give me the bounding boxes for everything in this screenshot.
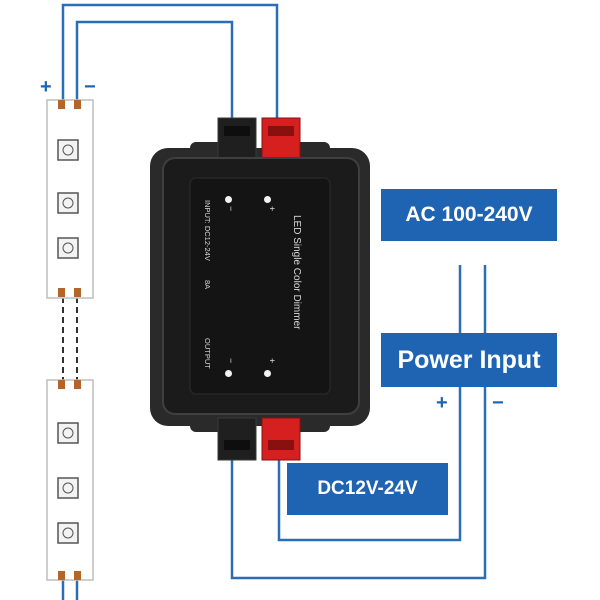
led-chip [57, 422, 79, 444]
device-input-plus: + [267, 206, 277, 212]
strip-pad [74, 380, 81, 389]
device-output-plus: + [267, 358, 277, 364]
power-input-label: Power Input [381, 333, 557, 387]
strip-pad [58, 288, 65, 297]
device-output-minus: − [226, 358, 236, 364]
strip-link-dashes [62, 297, 78, 380]
device-title: LED Single Color Dimmer [291, 215, 302, 330]
strip-minus-sign: − [84, 76, 96, 98]
led-indicator [225, 196, 232, 203]
power-plus-sign: + [436, 392, 448, 414]
input-wires [61, 3, 487, 600]
power-positive-wire [277, 387, 462, 542]
strip-pad [58, 571, 65, 580]
output-terminal-positive [261, 417, 301, 461]
led-strip-bottom [46, 379, 94, 581]
device-input-spec: INPUT: DC12-24V [203, 200, 212, 261]
power-negative-wire [230, 387, 487, 580]
led-indicator [264, 370, 271, 377]
led-chip [57, 477, 79, 499]
strip-pad [58, 100, 65, 109]
negative-input-wire [75, 20, 234, 122]
positive-input-wire [61, 3, 279, 122]
led-chip [57, 139, 79, 161]
led-chip [57, 522, 79, 544]
dimmer-device [150, 117, 370, 461]
power-minus-sign: − [492, 392, 504, 414]
dc-output-label: DC12V-24V [287, 463, 448, 515]
input-terminal-negative [217, 117, 257, 161]
device-current-rating: 8A [203, 280, 212, 290]
led-strip-top [46, 99, 94, 299]
mount-ear [292, 412, 330, 432]
strip-pad [74, 571, 81, 580]
led-chip [57, 192, 79, 214]
led-indicator [225, 370, 232, 377]
strip-plus-sign: + [40, 76, 52, 98]
led-chip [57, 237, 79, 259]
ac-input-label: AC 100-240V [381, 189, 557, 241]
led-indicator [264, 196, 271, 203]
input-terminal-positive [261, 117, 301, 161]
output-terminal-negative [217, 417, 257, 461]
device-input-minus: − [226, 206, 236, 212]
strip-pad [74, 100, 81, 109]
strip-pad [58, 380, 65, 389]
device-output-label: OUTPUT [203, 338, 212, 369]
strip-pad [74, 288, 81, 297]
